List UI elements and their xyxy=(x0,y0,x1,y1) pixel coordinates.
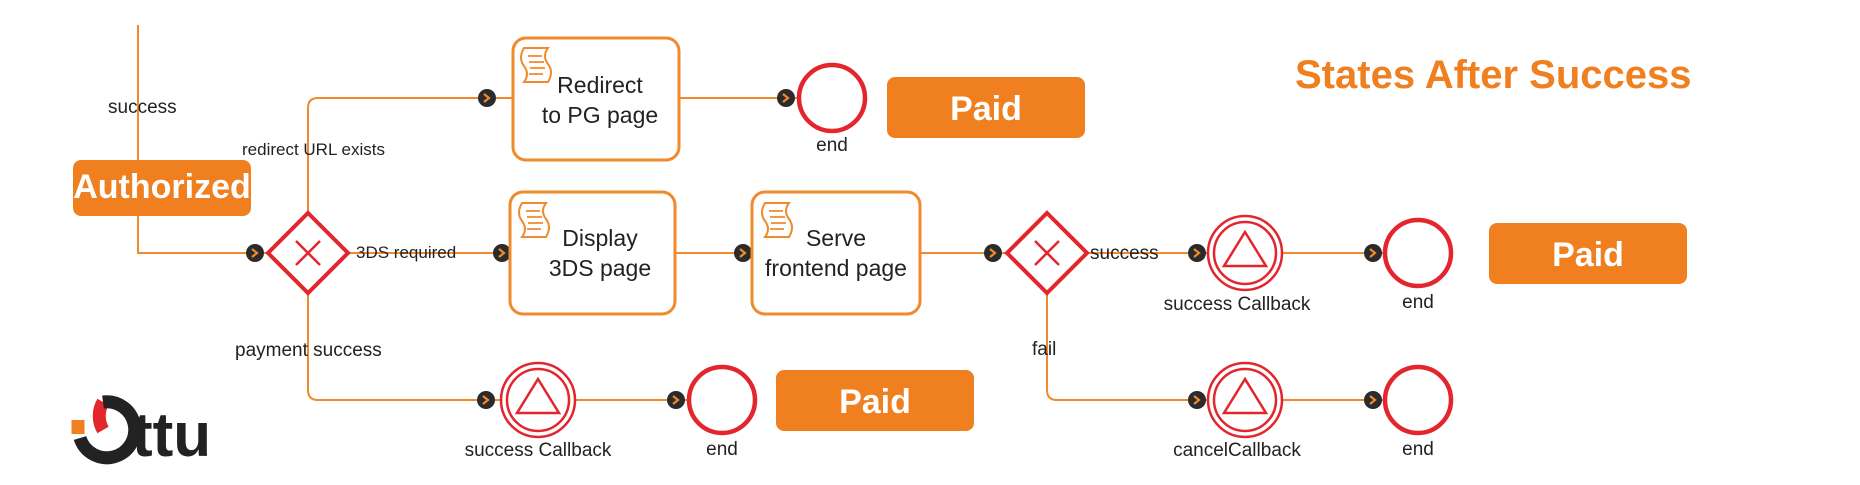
triangle-signal-icon xyxy=(1221,229,1269,268)
chevron-marker-icon xyxy=(493,244,511,262)
signal-event-success-callback-direct-label: success Callback xyxy=(465,440,612,461)
flow-gateway-to-redirect xyxy=(307,97,513,213)
chevron-marker-icon xyxy=(246,244,264,262)
chevron-marker-icon xyxy=(734,244,752,262)
signal-event-success-callback-direct: success Callback xyxy=(465,361,612,461)
chevron-marker-icon xyxy=(1364,391,1382,409)
exclusive-gateway-2 xyxy=(1004,210,1090,296)
task-serve-frontend-line2: frontend page xyxy=(765,255,907,281)
ottu-logo: O ttu xyxy=(71,395,211,470)
state-paid-redirect-label: Paid xyxy=(950,90,1022,128)
chevron-marker-icon xyxy=(1364,244,1382,262)
flow-markers xyxy=(246,89,1382,409)
chevron-marker-icon xyxy=(1188,244,1206,262)
gateway-x-icon xyxy=(1034,240,1060,266)
state-authorized: Authorized xyxy=(73,160,251,216)
state-paid-3ds-label: Paid xyxy=(1552,236,1624,274)
logo-text: ttu xyxy=(132,401,211,470)
end-event-direct-label: end xyxy=(706,439,738,460)
flow-gateway2-to-cancel xyxy=(1046,293,1207,401)
state-paid-3ds: Paid xyxy=(1489,223,1687,284)
state-authorized-label: Authorized xyxy=(73,168,251,206)
triangle-signal-icon xyxy=(1221,376,1269,415)
task-display-3ds: Display 3DS page xyxy=(508,190,677,316)
triangle-signal-icon xyxy=(514,376,562,415)
script-task-icon xyxy=(761,202,793,238)
signal-event-cancel-callback-label: cancelCallback xyxy=(1173,440,1301,461)
flow-authorized-to-gateway xyxy=(137,210,268,254)
logo-mark-icon: O xyxy=(71,395,142,465)
logo-mark-letter: O xyxy=(102,436,103,438)
task-serve-frontend: Serve frontend page xyxy=(750,190,922,316)
flow-label-3ds-required: 3DS required xyxy=(356,243,456,262)
flow-label-redirect-url-exists: redirect URL exists xyxy=(242,140,385,159)
end-event-cancel-label: end xyxy=(1402,439,1434,460)
chevron-marker-icon xyxy=(478,89,496,107)
task-display-3ds-line1: Display xyxy=(562,225,638,251)
signal-event-success-callback-3ds-label: success Callback xyxy=(1164,294,1311,315)
end-event-redirect: end xyxy=(796,62,868,156)
signal-event-cancel-callback: cancelCallback xyxy=(1173,361,1301,461)
end-event-3ds-success-label: end xyxy=(1402,292,1434,313)
gateway-x-icon xyxy=(295,240,321,266)
flow-label-payment-success: payment success xyxy=(235,340,382,361)
task-redirect-line2: to PG page xyxy=(542,102,658,128)
signal-event-success-callback-3ds: success Callback xyxy=(1164,214,1311,315)
task-display-3ds-line2: 3DS page xyxy=(549,255,651,281)
flow-label-fail: fail xyxy=(1032,339,1056,360)
script-task-icon xyxy=(520,47,552,83)
chevron-marker-icon xyxy=(1188,391,1206,409)
chevron-marker-icon xyxy=(984,244,1002,262)
task-serve-frontend-line1: Serve xyxy=(806,225,866,251)
task-redirect-line1: Redirect xyxy=(557,72,643,98)
chevron-marker-icon xyxy=(777,89,795,107)
end-event-3ds-success: end xyxy=(1382,217,1454,313)
exclusive-gateway-1 xyxy=(265,210,351,296)
chevron-marker-icon xyxy=(477,391,495,409)
end-event-redirect-label: end xyxy=(816,135,848,156)
end-event-direct: end xyxy=(686,364,758,460)
flow-label-success-out: success xyxy=(1090,243,1159,264)
flow-label-success-in: success xyxy=(108,97,177,118)
state-paid-redirect: Paid xyxy=(887,77,1085,138)
state-paid-direct-label: Paid xyxy=(839,383,911,421)
flow-gateway-to-direct-callback xyxy=(307,293,500,401)
task-redirect: Redirect to PG page xyxy=(511,36,681,162)
end-event-cancel: end xyxy=(1382,364,1454,460)
state-paid-direct: Paid xyxy=(776,370,974,431)
page-title: States After Success xyxy=(1295,53,1691,97)
script-task-icon xyxy=(518,202,550,238)
chevron-marker-icon xyxy=(667,391,685,409)
